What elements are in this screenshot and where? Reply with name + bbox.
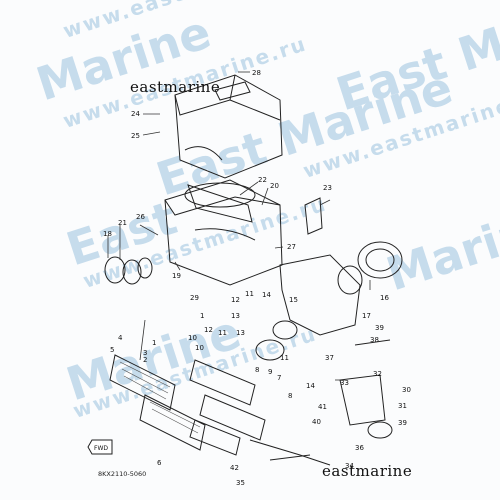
callout-13b: 13 [236, 329, 245, 337]
callout-11: 11 [245, 290, 254, 298]
fuel-pump [339, 339, 393, 439]
callout-41: 41 [318, 403, 327, 411]
callout-8b: 8 [288, 392, 292, 400]
callout-17: 17 [362, 312, 371, 320]
callout-36: 36 [355, 444, 364, 452]
carb-flange [255, 320, 298, 361]
brand-label-bottom: eastmarine [322, 462, 413, 480]
svg-text:FWD: FWD [94, 445, 108, 452]
callout-4: 4 [118, 334, 123, 342]
fwd-arrow-icon: FWD [87, 439, 113, 455]
silencer-cover [174, 74, 283, 179]
callout-34: 34 [345, 462, 354, 470]
callout-10b: 10 [195, 344, 204, 352]
callout-11b: 11 [218, 329, 227, 337]
callout-3: 3 [143, 349, 147, 357]
callout-39: 39 [375, 324, 384, 332]
callout-42: 42 [230, 464, 239, 472]
gasket-set [189, 359, 266, 456]
brand-label-top: eastmarine [130, 78, 221, 96]
callout-23: 23 [323, 184, 332, 192]
diagram-code: 8KX2110-5060 [98, 470, 147, 478]
callout-24: 24 [131, 110, 140, 118]
hose [269, 454, 311, 461]
callout-6: 6 [157, 459, 162, 467]
callout-38: 38 [370, 336, 379, 344]
callout-15: 15 [289, 296, 298, 304]
callout-40: 40 [312, 418, 321, 426]
callout-2: 2 [143, 356, 147, 364]
callout-29: 29 [190, 294, 199, 302]
callout-9: 9 [268, 368, 272, 376]
callout-14b: 14 [306, 382, 315, 390]
callout-33: 33 [340, 379, 349, 387]
callout-1b: 1 [200, 312, 204, 320]
callout-13: 13 [231, 312, 240, 320]
callout-39b: 39 [398, 419, 407, 427]
callout-12b: 12 [204, 326, 213, 334]
callout-26: 26 [136, 213, 145, 221]
callout-25: 25 [131, 132, 140, 140]
callout-12: 12 [231, 296, 240, 304]
callout-16: 16 [380, 294, 389, 302]
callout-31: 31 [398, 402, 407, 410]
callout-35: 35 [236, 479, 245, 487]
silencer-case [164, 179, 283, 286]
reed-valve-left [109, 354, 206, 451]
callout-30: 30 [402, 386, 411, 394]
callout-7: 7 [277, 374, 281, 382]
callout-leaders [107, 71, 371, 381]
hose [249, 439, 331, 466]
callout-22: 22 [258, 176, 267, 184]
hose-and-clamp [104, 256, 153, 285]
throttle-body [279, 241, 403, 336]
callout-18: 18 [103, 230, 112, 238]
callout-14: 14 [262, 291, 271, 299]
callout-28: 28 [252, 69, 261, 77]
callout-37: 37 [325, 354, 334, 362]
callout-19: 19 [172, 272, 181, 280]
callout-1: 1 [152, 339, 156, 347]
callout-32: 32 [373, 370, 382, 378]
callout-11c: 11 [280, 354, 289, 362]
callout-8: 8 [255, 366, 259, 374]
callout-5: 5 [110, 346, 114, 354]
callout-21: 21 [118, 219, 127, 227]
callout-27: 27 [287, 243, 296, 251]
callout-numbers: 28 24 25 22 20 23 26 21 27 18 19 16 29 1… [103, 69, 411, 487]
callout-20: 20 [270, 182, 279, 190]
callout-10: 10 [188, 334, 197, 342]
part-plate [304, 197, 323, 235]
